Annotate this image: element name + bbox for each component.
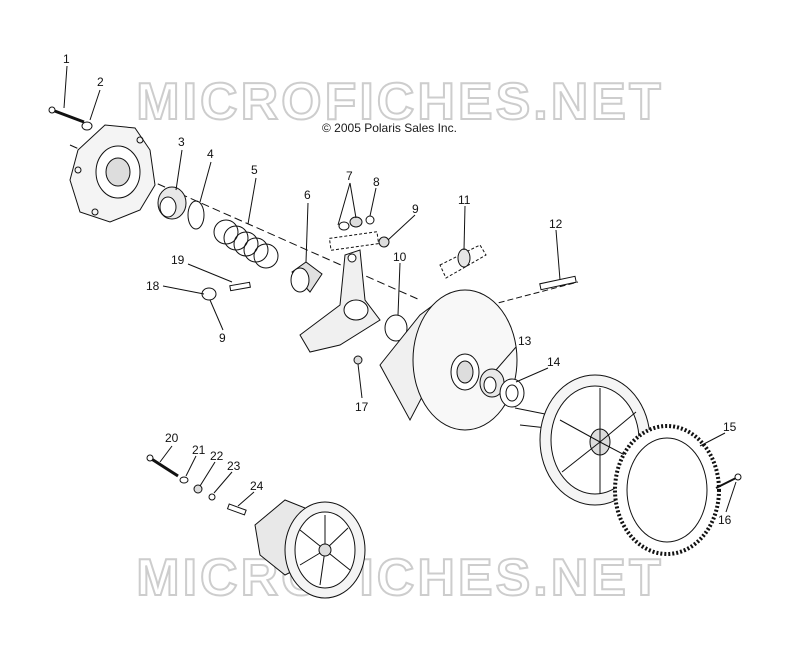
part-bolt-1 <box>48 106 85 124</box>
callout-22: 22 <box>210 449 224 463</box>
part-pin-24 <box>226 503 247 516</box>
part-roller-6 <box>290 261 323 293</box>
callout-18: 18 <box>146 279 160 293</box>
callout-17: 17 <box>355 400 369 414</box>
part-moveable-sheave <box>379 289 518 431</box>
part-pin-12 <box>489 275 579 306</box>
callout-12: 12 <box>549 217 563 231</box>
callout-2: 2 <box>97 75 104 89</box>
callout-19: 19 <box>171 253 185 267</box>
callout-6: 6 <box>304 188 311 202</box>
part-bearing-13 <box>479 368 505 398</box>
part-washer-21 <box>179 476 189 484</box>
callout-8: 8 <box>373 175 380 189</box>
callout-9-upper: 9 <box>412 202 419 216</box>
part-weight-11 <box>439 244 487 279</box>
part-nut-17 <box>353 355 363 365</box>
part-spider-arm <box>299 249 381 353</box>
callout-23: 23 <box>227 459 241 473</box>
callout-16: 16 <box>718 513 732 527</box>
copyright-notice: © 2005 Polaris Sales Inc. <box>322 121 457 135</box>
callout-4: 4 <box>207 147 214 161</box>
part-cover-plate <box>69 124 156 223</box>
part-nut-9-upper <box>378 236 390 248</box>
part-pin-19 <box>229 281 251 292</box>
watermark-top: MICROFICHES.NET <box>135 72 664 132</box>
part-washer-2 <box>81 121 93 131</box>
part-seal-10 <box>384 314 408 342</box>
part-snap-ring-4 <box>187 200 205 230</box>
part-screw-16 <box>715 473 742 489</box>
callout-24: 24 <box>250 479 264 493</box>
part-washer-23 <box>208 493 216 501</box>
callout-7: 7 <box>346 169 353 183</box>
callout-10: 10 <box>393 250 407 264</box>
callout-3: 3 <box>178 135 185 149</box>
callout-11: 11 <box>458 193 471 207</box>
callout-15: 15 <box>723 420 737 434</box>
callout-14: 14 <box>547 355 561 369</box>
part-bearing-3 <box>157 186 187 220</box>
part-washer-8 <box>365 215 375 225</box>
leader-lines <box>63 65 737 513</box>
callout-13: 13 <box>518 334 532 348</box>
part-secondary-clutch <box>254 499 366 599</box>
part-bolt-20 <box>146 454 179 478</box>
callout-20: 20 <box>165 431 179 445</box>
callout-9-lower: 9 <box>219 331 226 345</box>
part-washer-22 <box>193 484 203 494</box>
callout-21: 21 <box>192 443 206 457</box>
callout-1: 1 <box>63 52 70 66</box>
callout-5: 5 <box>251 163 258 177</box>
part-ring-gear-15 <box>613 424 721 556</box>
part-spring-5 <box>213 219 279 269</box>
watermark-bottom: MICROFICHES.NET <box>135 548 664 608</box>
part-bushing-7 <box>328 216 380 251</box>
part-spacer-14 <box>499 378 525 408</box>
part-bushing-18 <box>201 287 217 301</box>
